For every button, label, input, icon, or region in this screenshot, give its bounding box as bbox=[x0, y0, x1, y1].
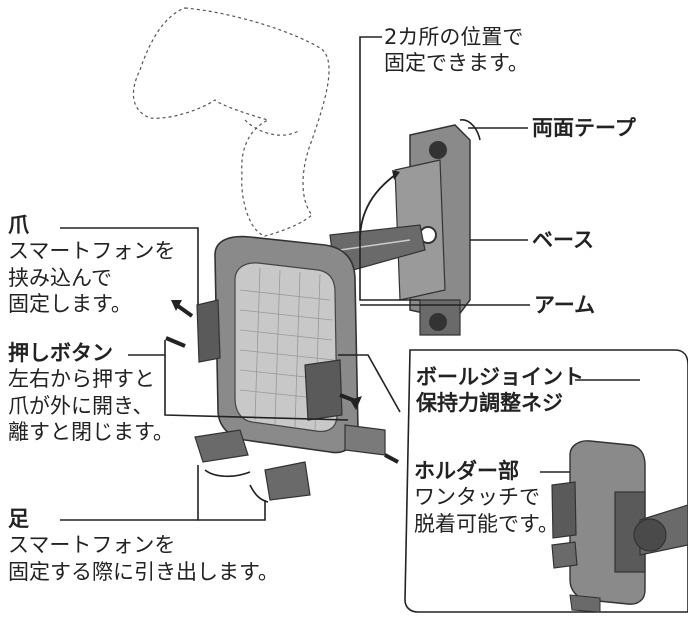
holder-title: ホルダー部 bbox=[414, 459, 519, 483]
foot-title: 足 bbox=[8, 507, 29, 531]
ball-joint-label: ボールジョイント 保持力調整ネジ bbox=[416, 365, 584, 416]
foot-label: 足 スマートフォンを 固定する際に引き出します。 bbox=[8, 507, 279, 584]
fix-positions-label: 2カ所の位置で 固定できます。 bbox=[384, 25, 529, 76]
push-button-label: 押しボタン 左右から押すと 爪が外に開き、 離すと閉じます。 bbox=[8, 341, 174, 444]
arm-label: アーム bbox=[534, 293, 596, 317]
phone-outline bbox=[132, 7, 330, 237]
holder-illustration bbox=[165, 235, 399, 503]
claw-label: 爪 スマートフォンを 挟み込んで 固定します。 bbox=[8, 213, 176, 316]
push-button-title: 押しボタン bbox=[8, 341, 113, 365]
double-tape-label: 両面テープ bbox=[532, 116, 636, 140]
holder-label: ホルダー部 ワンタッチで 脱着可能です。 bbox=[414, 459, 559, 536]
claw-title: 爪 bbox=[8, 213, 29, 237]
leader-lines bbox=[60, 36, 530, 521]
base-label: ベース bbox=[532, 228, 594, 252]
arm-illustration bbox=[329, 170, 426, 276]
detail-callout bbox=[404, 349, 688, 613]
